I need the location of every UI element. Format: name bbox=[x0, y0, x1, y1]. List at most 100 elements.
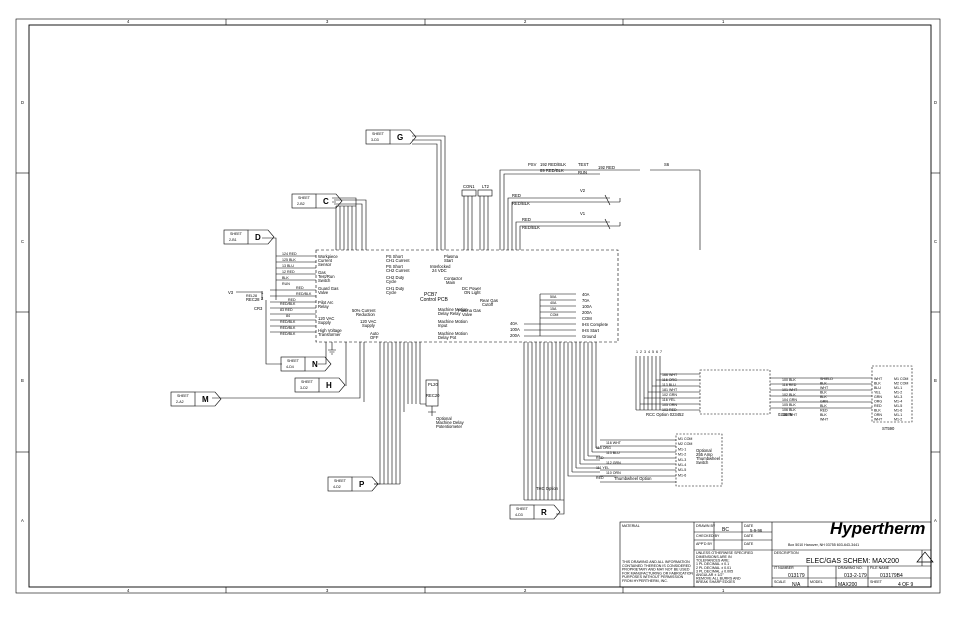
pcb-left-label: Current bbox=[318, 258, 333, 263]
rcc-right-wire-label: 106 BLK bbox=[782, 408, 796, 412]
v1-label: V1 bbox=[580, 211, 586, 216]
plasma-gas-label: Plasma Gas bbox=[458, 308, 481, 313]
wire-v2-redblk: RED/BLK bbox=[512, 201, 530, 206]
connector-sheet-ref: 4-D2 bbox=[333, 485, 341, 489]
rcc-wire-label: 105 ORN bbox=[662, 403, 677, 407]
connector-box bbox=[509, 504, 535, 520]
switch-output-label: M1-6 bbox=[678, 473, 686, 477]
outer-border bbox=[15, 18, 941, 594]
file-name-label: FILE NAME bbox=[870, 566, 890, 570]
connector-sheet-ref: 2-A2 bbox=[176, 400, 184, 404]
rcc-right-wire-label: 104 GRN bbox=[782, 398, 797, 402]
date-label: DATE bbox=[744, 524, 754, 528]
left-wire-label: RED bbox=[296, 286, 304, 290]
terminal-wire-color: BLK bbox=[820, 404, 827, 408]
terminal-pin-label: YEL bbox=[874, 391, 881, 395]
pot-line-3: Potentiometer bbox=[436, 424, 463, 429]
rcc-wire-label: 113 BLU bbox=[662, 383, 676, 387]
switch-line-3: Thumbwheel bbox=[696, 456, 720, 461]
rcc-right-wire-label: 101 WHT bbox=[782, 388, 798, 392]
ps-short-2: PS Short bbox=[386, 264, 404, 269]
connector-box bbox=[170, 391, 196, 407]
pcb-left-label: Guard Gas bbox=[318, 286, 338, 291]
tolerance-title: UNLESS OTHERWISE SPECIFIED bbox=[696, 551, 753, 555]
rcc-right-wire-label: 102 BLK bbox=[782, 393, 796, 397]
rcc-option-label: RCC Option 023452 bbox=[646, 412, 684, 417]
plasma-start-label-2: Start bbox=[444, 258, 454, 263]
terminal-output-label: M1-2 bbox=[894, 418, 902, 422]
auto-label: Auto bbox=[370, 331, 379, 336]
terminal-pin-label: ORN bbox=[874, 413, 882, 417]
appd-by-label: APP'D BY bbox=[696, 542, 713, 546]
v2-label: V2 bbox=[580, 188, 586, 193]
ps-short-1: PS Short bbox=[386, 254, 404, 259]
connector-arrow bbox=[248, 229, 275, 245]
on-light-label: ON Light bbox=[464, 290, 481, 295]
connector-letter: R bbox=[541, 508, 547, 517]
lt2-label: LT2 bbox=[482, 184, 490, 189]
connector-letter: H bbox=[326, 381, 332, 390]
terminal-pin-label: RED bbox=[874, 404, 882, 408]
switch-line-1: Optional bbox=[696, 448, 712, 453]
rcc-right-wire-label: 105 BLK bbox=[782, 403, 796, 407]
proprietary-line: PURPOSES WITHOUT PERMISSION bbox=[622, 575, 684, 579]
terminal-pin-label: BLK bbox=[874, 382, 881, 386]
connector-box bbox=[223, 229, 249, 245]
main-label: Main bbox=[446, 280, 456, 285]
zone-letter-right: D bbox=[934, 100, 937, 105]
terminal-output-label: M1-3 bbox=[894, 395, 902, 399]
ch1-cycle: Cycle bbox=[386, 290, 397, 295]
connector-sheet-ref: 2-B2 bbox=[297, 202, 305, 206]
sheet-number: 4 OF 9 bbox=[898, 582, 914, 588]
model-label: MODEL bbox=[810, 580, 823, 584]
connector-arrow bbox=[305, 356, 332, 372]
left-wire-label: RED/BLK bbox=[280, 326, 296, 330]
wire-192-redblk: 192 RED/BLK bbox=[540, 162, 566, 167]
pcb-left-label: Sensor bbox=[318, 262, 332, 267]
pcb-left-label: Relay bbox=[318, 304, 330, 309]
connector-letter: N bbox=[312, 360, 318, 369]
left-wire-label: RED/BLK bbox=[280, 302, 296, 306]
pcb-left-label: Pilot Arc bbox=[318, 300, 333, 305]
interlocked-24vdc: 24 VDC bbox=[432, 268, 447, 273]
tolerance-line: ANGULAR ± 1/2° bbox=[696, 573, 724, 577]
zone-number-top: 3 bbox=[326, 19, 329, 24]
switch-wire-label: 115 ORG bbox=[596, 446, 611, 450]
rear-gas-label: Rear Gas bbox=[480, 298, 498, 303]
rcc-code: 023079 bbox=[778, 412, 793, 417]
vac-supply-center-2: Supply bbox=[362, 323, 376, 328]
left-wire-label: RUN bbox=[282, 282, 290, 286]
rec20-label: REC20 bbox=[426, 393, 440, 398]
left-wire-label: BLK bbox=[282, 276, 289, 280]
terminal-pin-label: WHT bbox=[874, 377, 883, 381]
connector-box bbox=[280, 356, 306, 372]
pin-number: 7 bbox=[660, 350, 662, 354]
pcb-right-label: 70A bbox=[582, 298, 590, 303]
ch1-duty: CH1 Duty bbox=[386, 286, 405, 291]
zone-number-top: 4 bbox=[127, 19, 130, 24]
pin-number: 3 bbox=[644, 350, 646, 354]
pcb-left-label: Switch bbox=[318, 278, 331, 283]
pcb-left-label: Supply bbox=[318, 320, 332, 325]
switch-wire-label: RED bbox=[596, 476, 604, 480]
rcc-wire-label: 166 WHT bbox=[662, 373, 678, 377]
drawing-title: ELEC/GAS SCHEM: MAX200 bbox=[806, 558, 899, 565]
terminal-output-label: M1 COM bbox=[894, 377, 908, 381]
wire-v1-redblk: RED/BLK bbox=[522, 225, 540, 230]
date: 5-9-96 bbox=[750, 528, 763, 533]
rcc-right-wire-label: 118 RED bbox=[782, 383, 797, 387]
proprietary-line: CONTAINED THEREON IS CONSIDERED bbox=[622, 564, 691, 568]
amp-label: 40A bbox=[550, 301, 557, 305]
connector-box bbox=[294, 377, 320, 393]
switch-wire-label: 112 GRN bbox=[606, 461, 621, 465]
pcb-left-label: Gas bbox=[318, 270, 326, 275]
run-label: RUN bbox=[578, 170, 587, 175]
amp-label: 50A bbox=[550, 295, 557, 299]
contactor-label: Contactor bbox=[444, 276, 463, 281]
terminal-output-label: M1-2 bbox=[894, 391, 902, 395]
zone-letter-right: C bbox=[934, 239, 937, 244]
terminal-wire-color: BLK bbox=[820, 413, 827, 417]
switch-output-label: M1-3 bbox=[678, 458, 686, 462]
